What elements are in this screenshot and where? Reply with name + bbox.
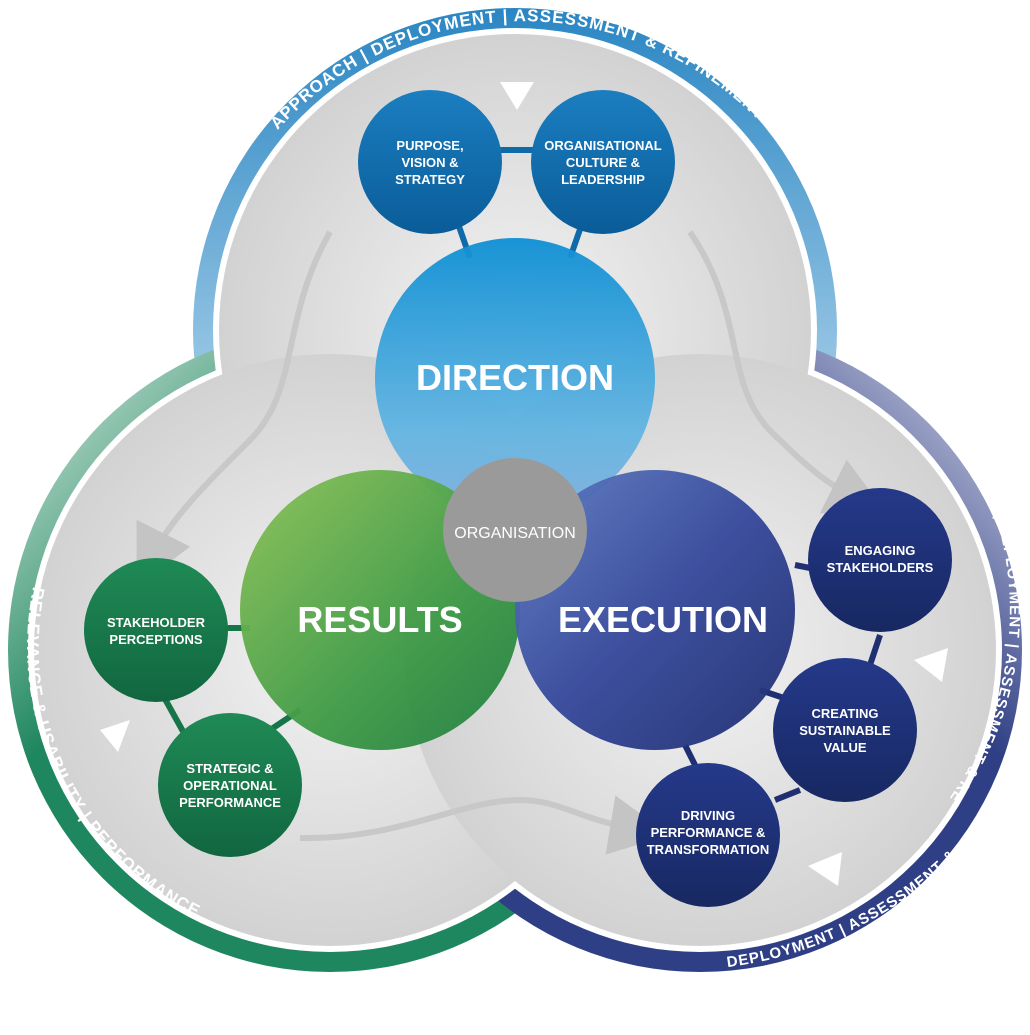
svg-text:DRIVING: DRIVING — [681, 808, 735, 823]
node-engaging: ENGAGING STAKEHOLDERS — [808, 488, 952, 632]
svg-text:PERFORMANCE: PERFORMANCE — [179, 795, 281, 810]
node-culture: ORGANISATIONAL CULTURE & LEADERSHIP — [531, 90, 675, 234]
node-performance: STRATEGIC & OPERATIONAL PERFORMANCE — [158, 713, 302, 857]
node-creating-circle — [773, 658, 917, 802]
node-perceptions: STAKEHOLDER PERCEPTIONS — [84, 558, 228, 702]
svg-text:PERFORMANCE &: PERFORMANCE & — [651, 825, 766, 840]
arrow-direction-to-results — [136, 230, 333, 587]
organisation-circle — [443, 458, 587, 602]
svg-text:STRATEGIC &: STRATEGIC & — [186, 761, 273, 776]
arrow-results-to-execution — [299, 795, 670, 855]
direction-label: DIRECTION — [416, 357, 614, 398]
main-circles — [240, 238, 795, 750]
svg-text:CULTURE &: CULTURE & — [566, 155, 640, 170]
svg-text:SUSTAINABLE: SUSTAINABLE — [799, 723, 891, 738]
svg-text:STRATEGY: STRATEGY — [395, 172, 465, 187]
node-perceptions-circle — [84, 558, 228, 702]
node-purpose: PURPOSE, VISION & STRATEGY — [358, 90, 502, 234]
node-engaging-circle — [808, 488, 952, 632]
direction-circle — [375, 238, 655, 518]
svg-text:PERCEPTIONS: PERCEPTIONS — [109, 632, 203, 647]
node-purpose-circle — [358, 90, 502, 234]
triangle-marker-bottom-right — [808, 852, 842, 886]
node-creating: CREATING SUSTAINABLE VALUE — [773, 658, 917, 802]
svg-text:LEADERSHIP: LEADERSHIP — [561, 172, 645, 187]
svg-text:STAKEHOLDERS: STAKEHOLDERS — [827, 560, 934, 575]
node-performance-circle — [158, 713, 302, 857]
triangle-marker-top — [500, 82, 534, 110]
execution-label: EXECUTION — [558, 599, 768, 640]
results-label: RESULTS — [297, 599, 462, 640]
node-driving-circle — [636, 763, 780, 907]
node-culture-circle — [531, 90, 675, 234]
node-driving: DRIVING PERFORMANCE & TRANSFORMATION — [636, 763, 780, 907]
svg-text:OPERATIONAL: OPERATIONAL — [183, 778, 277, 793]
svg-text:PURPOSE,: PURPOSE, — [396, 138, 463, 153]
triangle-marker-left — [100, 720, 130, 752]
svg-text:CREATING: CREATING — [812, 706, 879, 721]
organisation-label: ORGANISATION — [454, 525, 576, 542]
svg-text:STAKEHOLDER: STAKEHOLDER — [107, 615, 206, 630]
flow-arrows — [136, 230, 887, 855]
svg-text:ORGANISATIONAL: ORGANISATIONAL — [544, 138, 662, 153]
svg-text:ENGAGING: ENGAGING — [845, 543, 916, 558]
svg-text:TRANSFORMATION: TRANSFORMATION — [647, 842, 770, 857]
triangle-marker-right — [914, 648, 948, 682]
svg-text:VISION &: VISION & — [401, 155, 458, 170]
arrow-direction-to-execution — [687, 230, 887, 514]
svg-text:VALUE: VALUE — [823, 740, 866, 755]
